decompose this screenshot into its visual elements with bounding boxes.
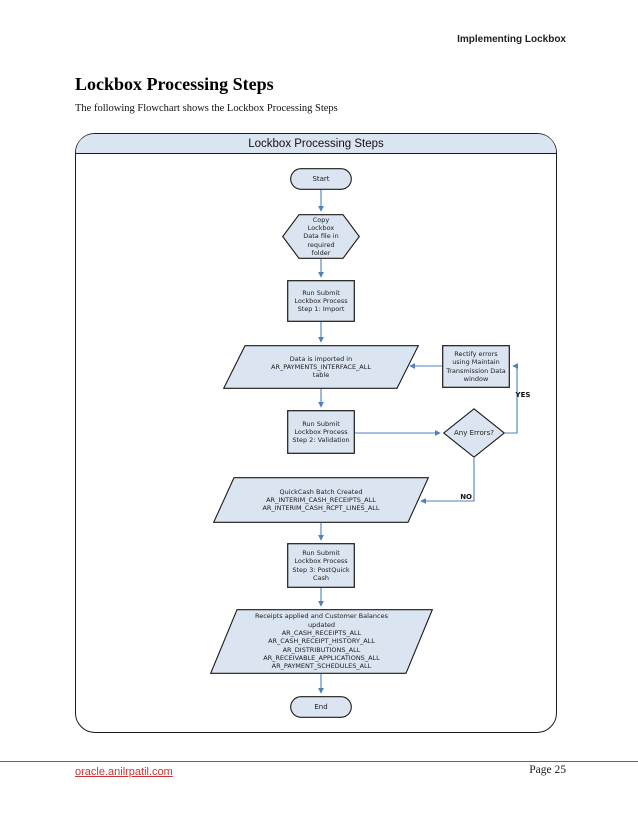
flow-node-data-imported: Data is imported in AR_PAYMENTS_INTERFAC… [223,345,419,389]
page-number: Page 25 [529,764,566,776]
flow-node-step2-validation: Run Submit Lockbox Process Step 2: Valid… [287,410,355,454]
flowchart-frame: Lockbox Processing Steps Start Copy Lo [75,133,557,733]
flow-node-copy-lockbox-label: Copy Lockbox Data file in required folde… [303,215,339,257]
page-title: Lockbox Processing Steps [75,74,274,94]
flow-node-quickcash-batch: QuickCash Batch Created AR_INTERIM_CASH_… [213,477,429,523]
flow-node-quickcash-batch-label: QuickCash Batch Created AR_INTERIM_CASH_… [262,487,380,513]
flow-node-receipts-applied-label: Receipts applied and Customer Balances u… [254,612,388,671]
flow-node-rectify-errors-label: Rectify errors using Maintain Transmissi… [446,349,506,383]
flow-node-start-label: Start [312,174,330,183]
edge-label-yes: YES [515,391,531,399]
flow-node-data-imported-label: Data is imported in AR_PAYMENTS_INTERFAC… [271,354,371,380]
footer-link[interactable]: oracle.anilrpatil.com [75,766,173,778]
page-subtitle: The following Flowchart shows the Lockbo… [75,103,338,114]
flow-node-step1-import-label: Run Submit Lockbox Process Step 1: Impor… [294,288,348,314]
flow-node-end: End [290,696,352,718]
edge-label-no: NO [460,493,472,501]
flow-node-receipts-applied: Receipts applied and Customer Balances u… [210,609,433,674]
flow-node-any-errors-decision: Any Errors? [443,408,505,458]
flow-node-copy-lockbox: Copy Lockbox Data file in required folde… [282,214,360,259]
flow-node-step3-postquickcash-label: Run Submit Lockbox Process Step 3: PostQ… [292,548,350,582]
flow-node-step1-import: Run Submit Lockbox Process Step 1: Impor… [287,280,355,322]
flow-node-step2-validation-label: Run Submit Lockbox Process Step 2: Valid… [292,419,350,445]
flow-node-any-errors-label: Any Errors? [453,428,495,437]
flowchart-title: Lockbox Processing Steps [76,134,556,154]
flow-node-start: Start [290,168,352,190]
footer-divider [0,761,638,762]
flow-node-end-label: End [314,702,328,711]
running-header: Implementing Lockbox [457,34,566,45]
flow-node-rectify-errors: Rectify errors using Maintain Transmissi… [442,345,510,388]
flow-node-step3-postquickcash: Run Submit Lockbox Process Step 3: PostQ… [287,543,355,588]
